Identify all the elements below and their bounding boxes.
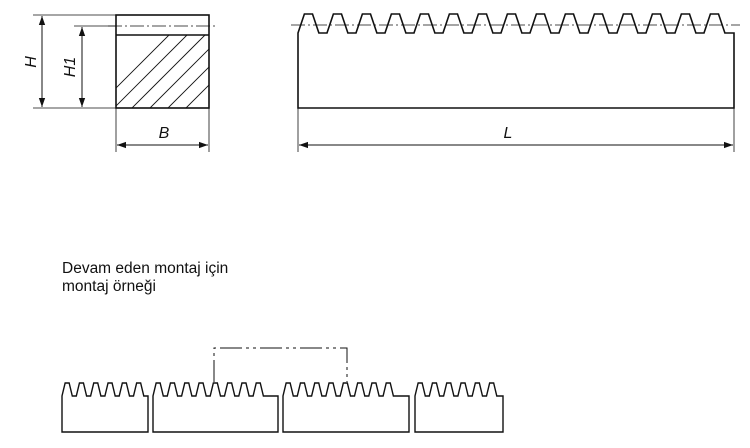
rack-outline [297,13,735,109]
mounting-fixture [213,347,348,382]
dimension-l-label: L [504,125,513,142]
dimension-h1-label: H1 [62,57,79,77]
rack-side-view: L [291,13,740,152]
assembly-note-line-1: Devam eden montaj için [62,260,229,277]
dimension-h1: H1 [62,25,116,107]
cross-section-view: H H1 B [23,14,218,152]
assembly-example [61,347,504,433]
assembly-note-line-2: montaj örneği [62,278,156,295]
dimension-h-label: H [23,56,40,68]
rack-segment-2 [152,382,279,433]
rack-segment-1 [61,382,149,433]
dimension-b-label: B [159,125,170,142]
rack-segment-3 [282,382,410,433]
rack-segment-4 [414,382,504,433]
dimension-h: H [23,14,116,109]
section-outline [115,14,210,109]
dimension-l: L [297,108,735,152]
section-hatching [116,35,209,108]
dimension-b: B [115,108,210,152]
assembly-note: Devam eden montaj için montaj örneği [62,260,228,296]
